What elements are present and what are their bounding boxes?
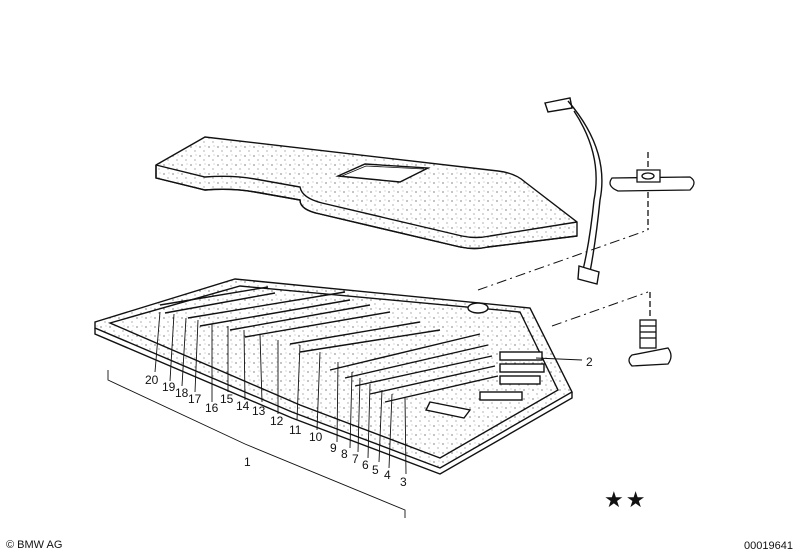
callout-7: 7 xyxy=(352,452,359,466)
callout-15: 15 xyxy=(220,392,234,406)
callout-14: 14 xyxy=(236,399,250,413)
callout-19: 19 xyxy=(162,380,176,394)
callout-8: 8 xyxy=(341,447,348,461)
callout-9: 9 xyxy=(330,441,337,455)
callout-3: 3 xyxy=(400,475,407,489)
callout-labels: 1 2 3 4 5 6 7 8 9 10 11 12 13 14 15 16 1… xyxy=(145,355,593,489)
wing-bolt xyxy=(628,292,672,367)
callout-4: 4 xyxy=(384,468,391,482)
assembly-lines xyxy=(477,229,649,327)
callout-11: 11 xyxy=(289,423,302,437)
callout-17: 17 xyxy=(188,392,202,406)
tool-tray xyxy=(94,278,573,475)
callout-18: 18 xyxy=(175,386,189,400)
callout-5: 5 xyxy=(372,463,379,477)
retaining-strap xyxy=(544,97,603,285)
copyright-label: © BMW AG xyxy=(6,539,63,551)
callout-20: 20 xyxy=(145,373,159,387)
leader-lines xyxy=(107,311,583,518)
stars-mark: ★★ xyxy=(604,488,648,513)
callout-16: 16 xyxy=(205,401,219,415)
callout-13: 13 xyxy=(252,404,266,418)
callout-1: 1 xyxy=(244,455,251,469)
callout-6: 6 xyxy=(362,458,369,472)
callout-12: 12 xyxy=(270,414,284,428)
mounting-bracket xyxy=(609,152,695,230)
callout-2: 2 xyxy=(586,355,593,369)
drawing-number: 00019641 xyxy=(744,540,793,552)
cover-panel xyxy=(155,136,578,250)
callout-10: 10 xyxy=(309,430,323,444)
